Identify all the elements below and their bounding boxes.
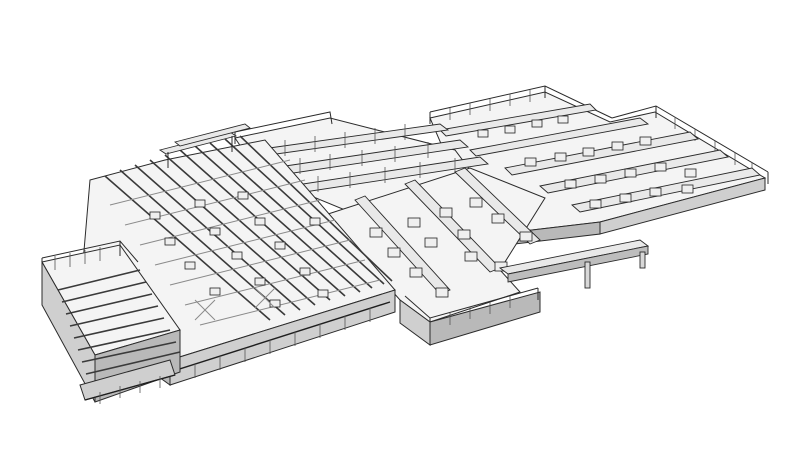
center-lower-deck <box>324 167 650 346</box>
left-step-deck <box>41 240 181 404</box>
pier-blocks-left <box>149 191 329 308</box>
pier-blocks-upper <box>477 115 697 209</box>
pier-blocks-center <box>369 197 533 298</box>
